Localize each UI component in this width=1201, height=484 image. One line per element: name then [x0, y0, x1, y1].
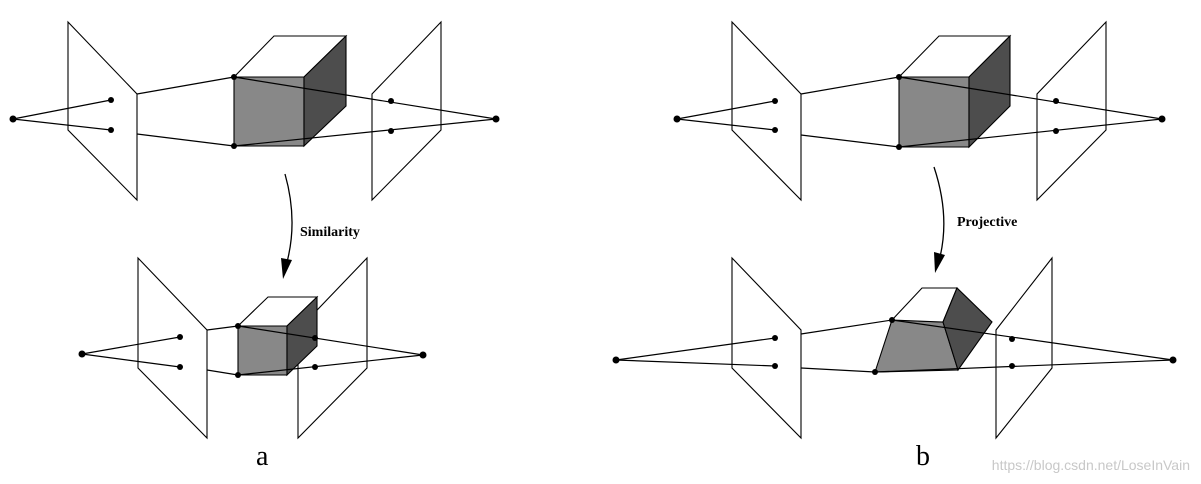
left-image-point	[772, 363, 778, 369]
right-image-point	[388, 128, 394, 134]
panel-a: Similarity	[9, 20, 500, 472]
left-image-plane	[67, 20, 138, 202]
left-image-point	[177, 334, 183, 340]
right-camera-center	[419, 351, 427, 359]
right-image-point	[1009, 363, 1015, 369]
left-image-point	[772, 98, 778, 104]
panel-a-original-scene	[9, 20, 500, 202]
right-image-point	[1009, 336, 1015, 342]
world-point	[231, 74, 237, 80]
right-image-plane	[371, 20, 442, 202]
points	[78, 323, 427, 378]
left-camera-center	[78, 350, 86, 358]
panel-a-reconstructed-scene	[78, 256, 427, 440]
projection-rays	[615, 319, 1174, 373]
panel-b-original-scene	[673, 20, 1166, 202]
world-point	[235, 323, 241, 329]
cube-front-face	[898, 76, 970, 148]
cube-side-face	[942, 287, 993, 372]
panel-b-label: b	[916, 441, 930, 472]
left-image-point	[772, 335, 778, 341]
projective-cube	[874, 287, 993, 373]
panel-b: Projective	[612, 20, 1177, 472]
projection-rays	[81, 325, 424, 376]
left-image-point	[772, 127, 778, 133]
left-camera-center	[673, 115, 681, 123]
points	[673, 74, 1166, 150]
points	[9, 74, 500, 149]
left-image-point	[177, 364, 183, 370]
left-image-plane	[731, 20, 802, 202]
panel-b-reconstructed-scene	[612, 256, 1177, 440]
cube-front-face	[237, 325, 288, 376]
right-camera-center	[1158, 115, 1166, 123]
left-camera-center	[612, 356, 620, 364]
points	[612, 317, 1177, 375]
projective-label: Projective	[957, 215, 1017, 230]
right-camera-center	[492, 115, 500, 123]
world-point	[235, 372, 241, 378]
panel-a-label: a	[256, 441, 269, 472]
world-point	[231, 143, 237, 149]
right-image-point	[388, 98, 394, 104]
right-image-point	[312, 335, 318, 341]
cube	[232, 34, 348, 148]
right-image-point	[1053, 128, 1059, 134]
world-point	[889, 317, 895, 323]
cube-front-face	[233, 76, 305, 147]
world-point	[872, 369, 878, 375]
world-point	[896, 74, 902, 80]
left-image-plane	[137, 256, 208, 440]
right-camera-center	[1169, 356, 1177, 364]
left-image-point	[108, 127, 114, 133]
watermark-text: https://blog.csdn.net/LoseInVain	[992, 457, 1190, 473]
panel-b-transform-arrow: Projective	[933, 166, 1017, 273]
similarity-label: Similarity	[300, 225, 360, 240]
right-image-plane	[297, 256, 368, 440]
right-image-plane	[1036, 20, 1107, 202]
left-image-plane	[731, 256, 802, 440]
projection-rays	[676, 76, 1163, 148]
panel-a-transform-arrow: Similarity	[281, 173, 360, 279]
right-image-point	[312, 364, 318, 370]
left-image-point	[108, 97, 114, 103]
right-image-point	[1053, 98, 1059, 104]
projection-rays	[12, 76, 497, 147]
right-image-plane	[995, 256, 1053, 440]
world-point	[896, 144, 902, 150]
left-camera-center	[9, 115, 17, 123]
